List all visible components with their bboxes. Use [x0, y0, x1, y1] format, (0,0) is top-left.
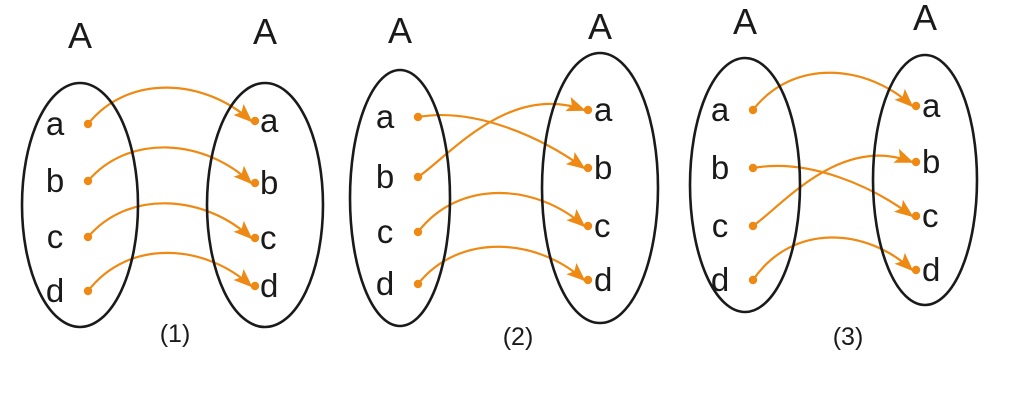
domain-element-b: b — [46, 162, 64, 199]
codomain-set-label: A — [253, 11, 277, 52]
codomain-dot-a — [250, 116, 260, 126]
domain-set-ellipse — [20, 81, 140, 329]
domain-dot-a — [413, 112, 423, 122]
codomain-element-d: d — [260, 267, 278, 304]
codomain-element-c: c — [260, 219, 277, 256]
mapping-arrow-a-to-b — [417, 114, 585, 169]
arrowhead-icon — [894, 252, 914, 272]
codomain-dot-b — [583, 163, 593, 173]
mapping-arrow-d-to-d — [87, 251, 252, 292]
codomain-dot-d — [250, 281, 260, 291]
codomain-element-b: b — [922, 143, 940, 180]
diagram-caption: (3) — [833, 323, 864, 351]
domain-element-c: c — [377, 213, 394, 250]
domain-dot-d — [83, 286, 93, 296]
mapping-arrow-a-to-a — [87, 86, 252, 125]
codomain-element-d: d — [922, 251, 940, 288]
mapping-arrow-a-to-a — [752, 71, 913, 111]
domain-dot-c — [413, 227, 423, 237]
domain-element-c: c — [47, 218, 64, 255]
codomain-dot-b — [250, 178, 260, 188]
diagram-caption: (2) — [503, 323, 534, 351]
domain-set-label: A — [68, 15, 92, 56]
codomain-dot-d — [911, 265, 921, 275]
codomain-dot-b — [911, 157, 921, 167]
domain-dot-b — [83, 176, 93, 186]
mapping-arrow-c-to-c — [417, 192, 585, 233]
domain-element-d: d — [376, 265, 394, 302]
domain-dot-a — [83, 119, 93, 129]
codomain-element-b: b — [594, 149, 612, 186]
diagram-caption: (1) — [160, 320, 191, 348]
mapping-arrow-c-to-b — [752, 154, 913, 227]
domain-element-b: b — [711, 149, 729, 186]
domain-set-label: A — [388, 10, 412, 51]
codomain-dot-a — [583, 105, 593, 115]
arrowhead-icon — [233, 104, 253, 123]
arrowhead-icon — [566, 263, 586, 282]
domain-element-d: d — [46, 272, 64, 309]
codomain-set-ellipse — [205, 81, 325, 329]
codomain-element-c: c — [922, 197, 939, 234]
domain-dot-a — [748, 105, 758, 115]
codomain-element-a: a — [594, 91, 613, 128]
mapping-arrow-b-to-a — [417, 102, 585, 178]
arrowhead-icon — [894, 88, 914, 108]
domain-dot-d — [748, 275, 758, 285]
domain-dot-c — [83, 232, 93, 242]
arrowhead-icon — [565, 152, 586, 170]
arrowhead-icon — [565, 97, 586, 112]
mapping-arrow-b-to-c — [752, 164, 913, 217]
codomain-dot-c — [250, 233, 260, 243]
domain-set-ellipse — [688, 56, 802, 314]
arrowhead-icon — [566, 209, 586, 228]
codomain-dot-d — [583, 275, 593, 285]
codomain-dot-a — [911, 101, 921, 111]
codomain-element-a: a — [922, 87, 941, 124]
codomain-element-b: b — [260, 164, 278, 201]
arrowhead-icon — [893, 148, 914, 163]
domain-dot-c — [748, 221, 758, 231]
mapping-arrow-d-to-d — [417, 245, 585, 285]
arrowhead-icon — [893, 199, 914, 218]
codomain-element-c: c — [594, 207, 611, 244]
arrowhead-icon — [233, 220, 253, 240]
codomain-set-label: A — [588, 6, 612, 47]
domain-dot-d — [413, 279, 423, 289]
codomain-set-ellipse — [871, 53, 979, 307]
domain-dot-b — [748, 163, 758, 173]
domain-element-b: b — [376, 158, 394, 195]
domain-element-a: a — [376, 98, 395, 135]
domain-dot-b — [413, 172, 423, 182]
domain-element-a: a — [46, 105, 65, 142]
codomain-set-ellipse — [540, 51, 660, 325]
codomain-set-label: A — [913, 0, 937, 38]
domain-element-d: d — [711, 261, 729, 298]
domain-set-ellipse — [348, 68, 452, 328]
domain-element-c: c — [712, 207, 729, 244]
codomain-element-a: a — [260, 102, 279, 139]
codomain-dot-c — [911, 211, 921, 221]
arrows-layer — [87, 71, 914, 292]
mapping-arrow-b-to-b — [87, 146, 252, 184]
mapping-arrow-d-to-d — [752, 236, 913, 281]
arrowhead-icon — [233, 165, 253, 185]
arrowhead-icon — [233, 269, 253, 288]
domain-element-a: a — [711, 91, 730, 128]
codomain-element-d: d — [594, 261, 612, 298]
codomain-dot-c — [583, 221, 593, 231]
mapping-arrow-c-to-c — [87, 202, 252, 239]
domain-set-label: A — [733, 1, 757, 42]
